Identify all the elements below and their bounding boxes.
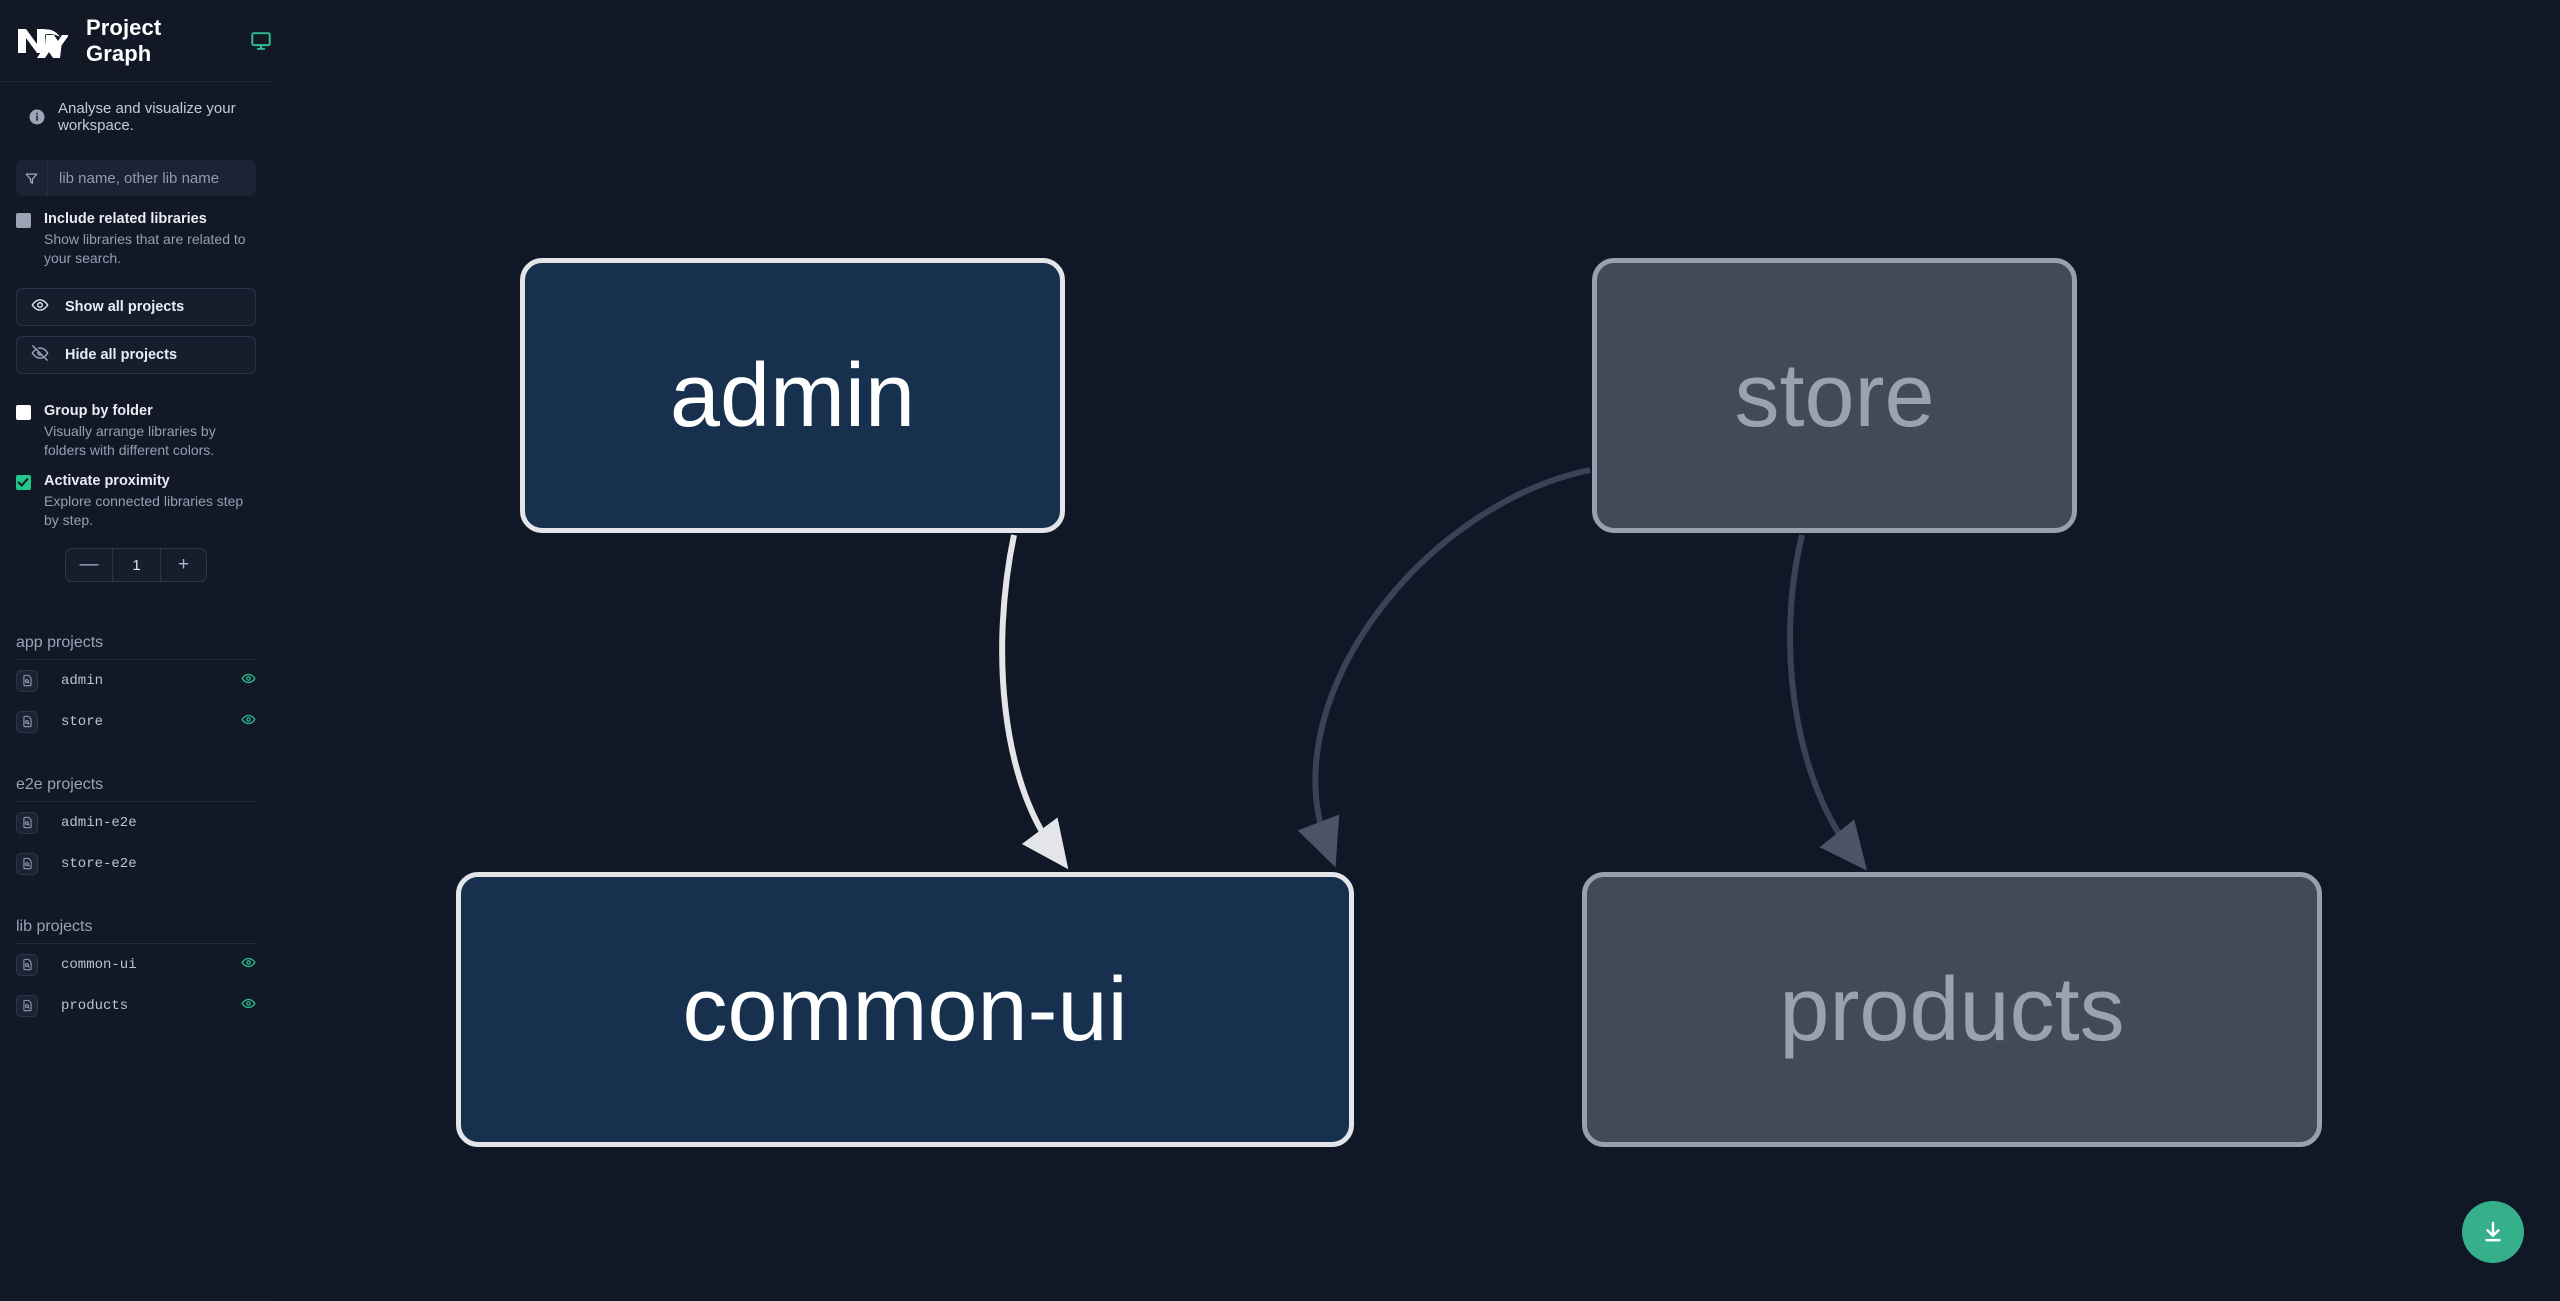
project-group-title: lib projects xyxy=(16,918,256,944)
graph-node-label: common-ui xyxy=(682,959,1128,1060)
project-list-item-label: admin-e2e xyxy=(61,814,137,831)
include-related-description: Show libraries that are related to your … xyxy=(44,231,246,266)
eye-icon xyxy=(31,296,49,319)
visibility-buttons: Show all projects Hide all projects xyxy=(0,268,272,374)
proximity-value: 1 xyxy=(112,549,160,581)
eye-icon[interactable] xyxy=(241,712,256,732)
proximity-stepper: — 1 + xyxy=(65,548,207,582)
graph-node-common-ui[interactable]: common-ui xyxy=(456,872,1354,1147)
project-list-item-store[interactable]: store xyxy=(16,701,256,742)
project-file-icon xyxy=(16,852,38,875)
option-activate-proximity[interactable]: Activate proximity Explore connected lib… xyxy=(0,460,272,530)
project-list-item-admin-e2e[interactable]: admin-e2e xyxy=(16,802,256,843)
eye-icon[interactable] xyxy=(241,996,256,1016)
page-title: Project Graph xyxy=(86,14,162,66)
graph-node-label: products xyxy=(1779,959,2125,1060)
project-list-item-label: admin xyxy=(61,672,104,689)
nx-logo-icon xyxy=(16,24,69,58)
search-box[interactable] xyxy=(16,160,256,196)
edge-admin-common-ui xyxy=(999,534,1069,870)
download-icon xyxy=(2485,1221,2501,1242)
project-file-icon xyxy=(16,953,38,976)
proximity-increment-button[interactable]: + xyxy=(160,549,206,581)
project-group-e2e: e2e projects admin-e2e store-e2e xyxy=(0,776,272,884)
project-list-item-store-e2e[interactable]: store-e2e xyxy=(16,843,256,884)
project-list-item-label: store-e2e xyxy=(61,855,137,872)
hide-all-projects-button[interactable]: Hide all projects xyxy=(16,336,256,374)
include-related-label: Include related libraries xyxy=(44,211,207,227)
monitor-icon[interactable] xyxy=(250,30,272,52)
show-all-projects-label: Show all projects xyxy=(65,299,185,315)
project-file-icon xyxy=(16,669,38,692)
project-list-item-common-ui[interactable]: common-ui xyxy=(16,944,256,985)
search-input[interactable] xyxy=(48,160,256,196)
info-icon xyxy=(28,108,46,126)
hide-all-projects-label: Hide all projects xyxy=(65,347,178,363)
activate-proximity-checkbox[interactable] xyxy=(16,475,31,490)
eye-off-icon xyxy=(31,344,49,367)
sidebar-header: Project Graph xyxy=(0,0,272,82)
eye-icon[interactable] xyxy=(241,955,256,975)
project-group-lib: lib projects common-ui products xyxy=(0,918,272,1026)
tagline-text: Analyse and visualize your workspace. xyxy=(58,100,236,134)
project-list-item-products[interactable]: products xyxy=(16,985,256,1026)
search-section xyxy=(0,144,272,196)
sidebar: Project Graph Analyse and visualize your… xyxy=(0,0,272,1301)
option-include-related[interactable]: Include related libraries Show libraries… xyxy=(0,196,272,268)
graph-edges xyxy=(999,467,1868,871)
project-group-app: app projects admin store xyxy=(0,634,272,742)
graph-node-products[interactable]: products xyxy=(1582,872,2322,1147)
edge-store-products xyxy=(1787,534,1868,871)
graph-node-store[interactable]: store xyxy=(1592,258,2077,533)
group-by-folder-label: Group by folder xyxy=(44,403,153,419)
group-by-folder-description: Visually arrange libraries by folders wi… xyxy=(44,423,216,458)
option-group-by-folder[interactable]: Group by folder Visually arrange librari… xyxy=(0,384,272,460)
activate-proximity-label: Activate proximity xyxy=(44,473,170,489)
project-list-item-label: common-ui xyxy=(61,956,137,973)
project-group-title: app projects xyxy=(16,634,256,660)
group-by-folder-checkbox[interactable] xyxy=(16,405,31,420)
tagline-row: Analyse and visualize your workspace. xyxy=(0,82,272,144)
graph-canvas[interactable]: admin store common-ui products xyxy=(272,0,2560,1301)
graph-node-admin[interactable]: admin xyxy=(520,258,1065,533)
project-list-item-admin[interactable]: admin xyxy=(16,660,256,701)
include-related-checkbox[interactable] xyxy=(16,213,31,228)
edge-store-common-ui xyxy=(1297,467,1591,868)
project-file-icon xyxy=(16,710,38,733)
proximity-stepper-wrap: — 1 + xyxy=(0,530,272,582)
project-file-icon xyxy=(16,811,38,834)
graph-node-label: store xyxy=(1734,345,1935,446)
project-file-icon xyxy=(16,994,38,1017)
project-groups: app projects admin store e2e projects ad… xyxy=(0,634,272,1026)
activate-proximity-description: Explore connected libraries step by step… xyxy=(44,493,244,528)
project-list-item-label: store xyxy=(61,713,104,730)
project-list-item-label: products xyxy=(61,997,129,1014)
proximity-decrement-button[interactable]: — xyxy=(79,554,99,575)
project-group-title: e2e projects xyxy=(16,776,256,802)
eye-icon[interactable] xyxy=(241,671,256,691)
download-graph-button[interactable] xyxy=(2462,1201,2524,1263)
funnel-filter-icon xyxy=(16,160,48,196)
graph-node-label: admin xyxy=(669,345,916,446)
show-all-projects-button[interactable]: Show all projects xyxy=(16,288,256,326)
